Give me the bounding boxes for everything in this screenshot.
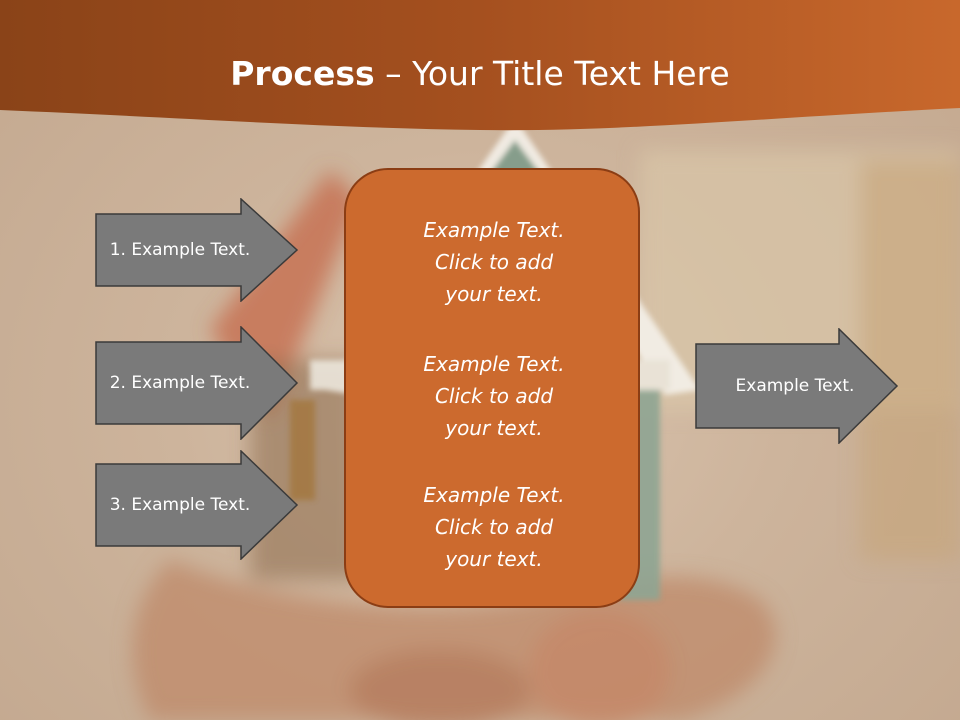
block-2-line-1: Example Text. [423,352,565,376]
block-1-line-3: your text. [445,282,543,306]
title-rest: – Your Title Text Here [374,54,730,93]
block-1-line-1: Example Text. [423,218,565,242]
step-arrow-3-label: 3. Example Text. [109,495,251,515]
step-arrow-1[interactable]: 1. Example Text. [95,198,299,302]
step-arrow-2[interactable]: 2. Example Text. [95,326,299,440]
block-1-line-2: Click to add [434,250,554,274]
center-text-block-2: Example Text. Click to add your text. [346,348,642,444]
slide-title: Process – Your Title Text Here [0,52,960,96]
title-bold: Process [230,54,375,93]
step-arrow-3[interactable]: 3. Example Text. [95,450,299,560]
block-3-line-3: your text. [445,547,543,571]
center-text-block-3: Example Text. Click to add your text. [346,479,642,575]
result-arrow[interactable]: Example Text. [695,328,899,444]
header-band [0,0,960,131]
center-text-box[interactable]: Example Text. Click to add your text. Ex… [344,168,640,608]
block-3-line-2: Click to add [434,515,554,539]
step-arrow-1-label: 1. Example Text. [109,240,251,260]
block-2-line-2: Click to add [434,384,554,408]
center-text-block-1: Example Text. Click to add your text. [346,214,642,310]
step-arrow-2-label: 2. Example Text. [109,373,251,393]
block-3-line-1: Example Text. [423,483,565,507]
result-arrow-label: Example Text. [735,376,855,396]
block-2-line-3: your text. [445,416,543,440]
